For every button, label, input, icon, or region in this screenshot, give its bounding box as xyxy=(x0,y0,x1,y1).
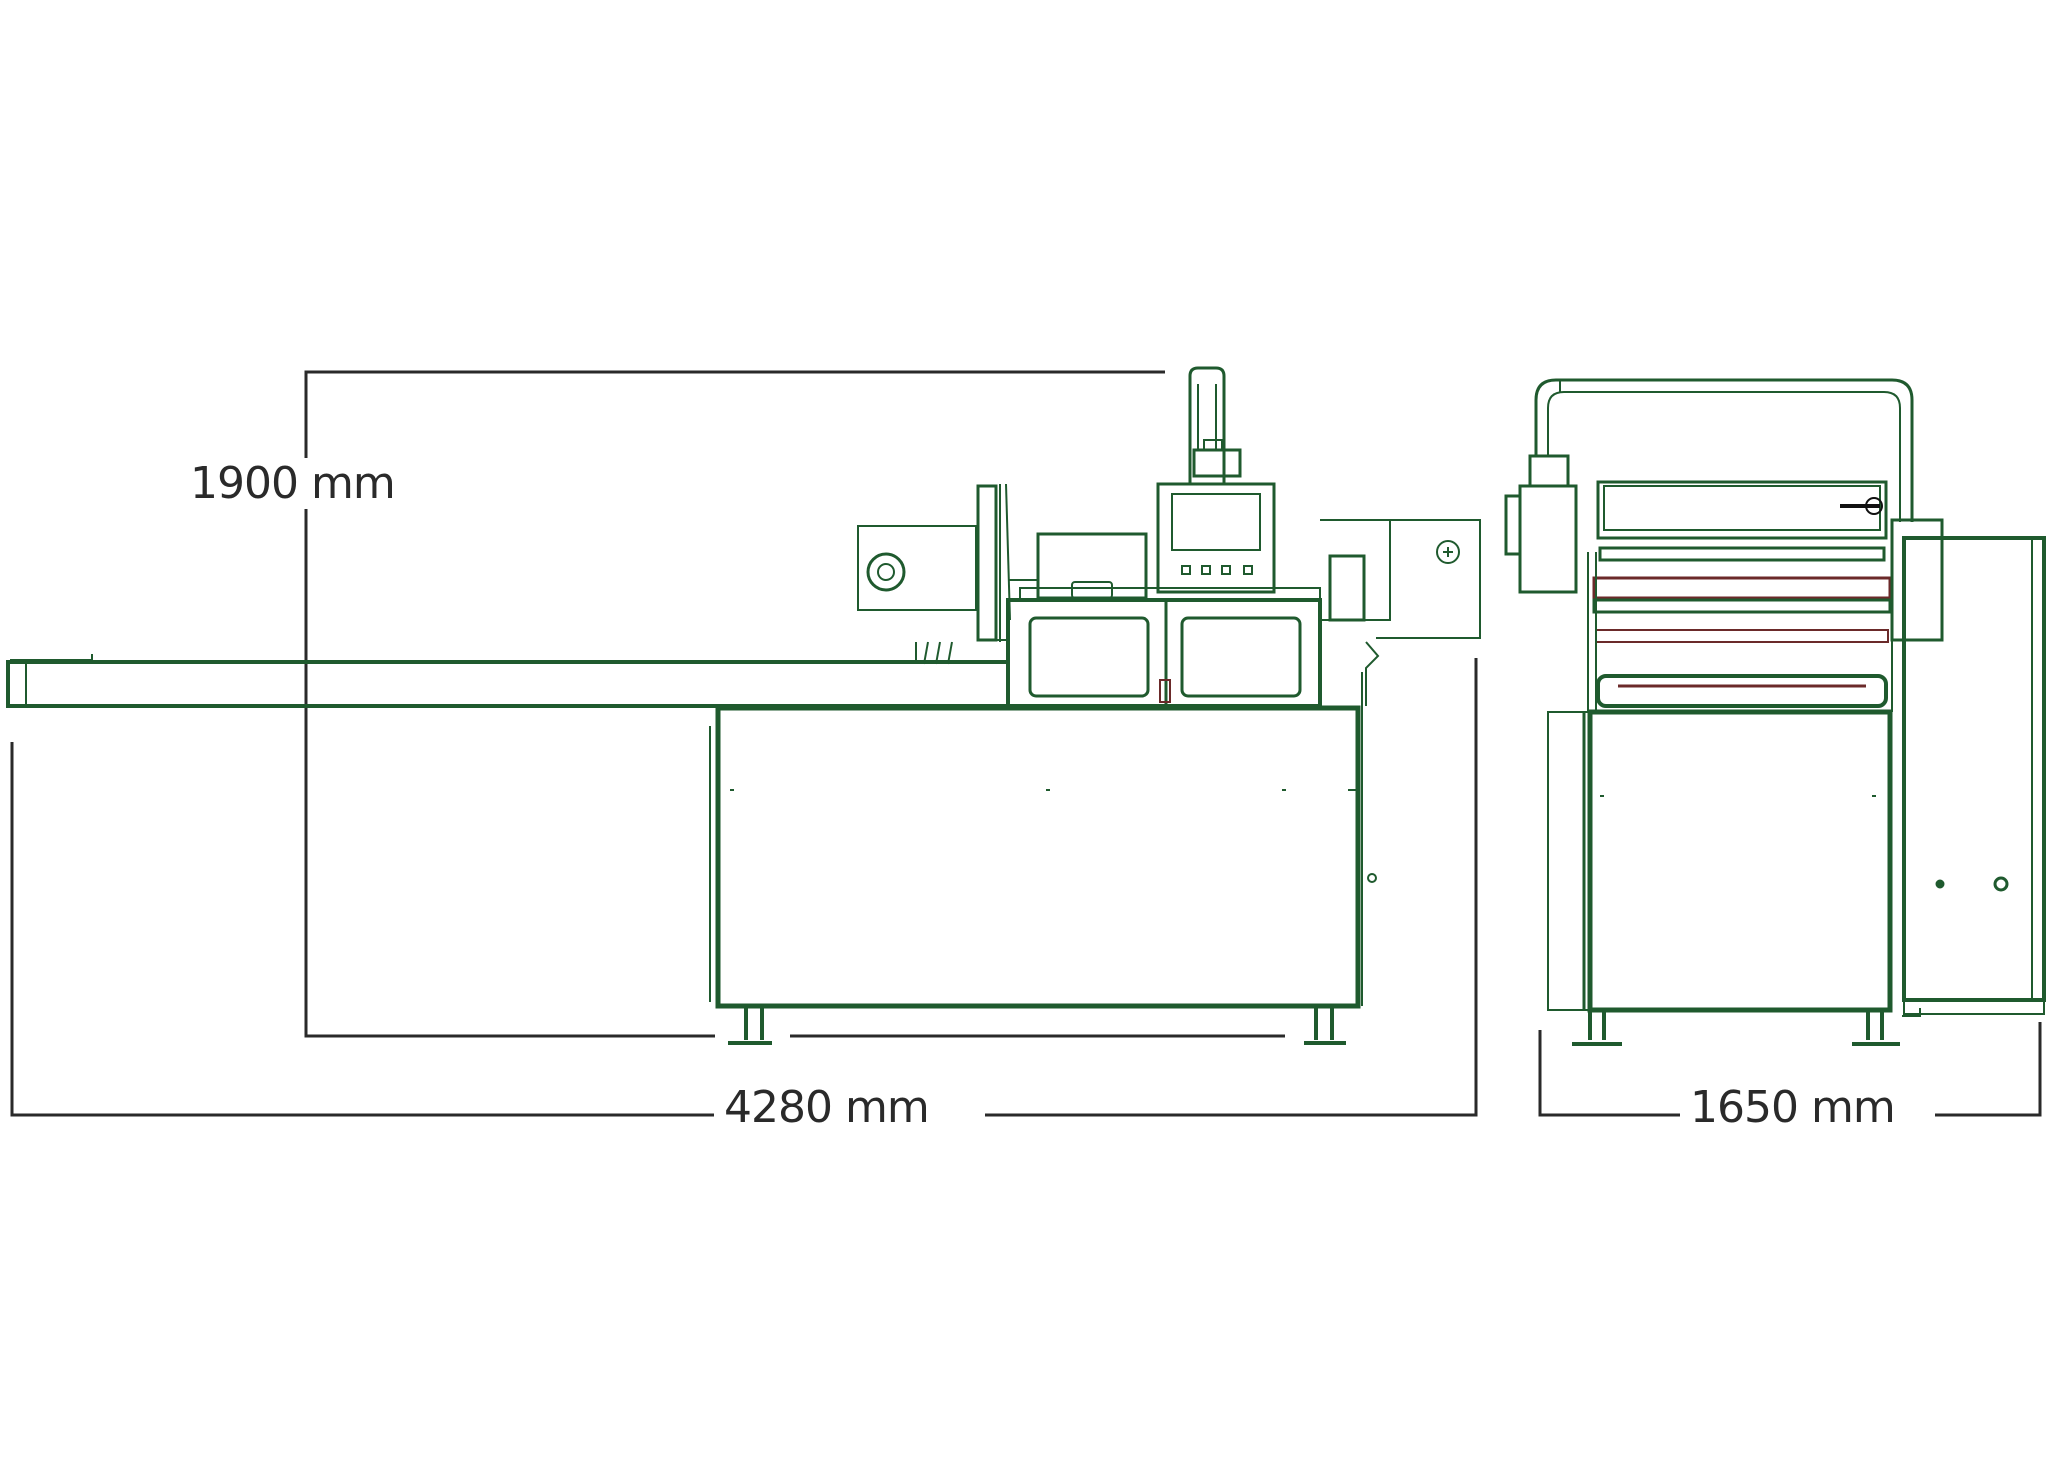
length-dimension-line xyxy=(10,742,720,1117)
film-guide-post xyxy=(976,484,998,642)
front-side-cabinet xyxy=(1902,536,2046,1002)
front-side-panel xyxy=(1890,518,1944,642)
height-dimension-label: 1900 mm xyxy=(180,458,405,509)
sealing-head-handle xyxy=(1071,581,1113,599)
leg-left xyxy=(728,1008,772,1045)
front-sealing-rail-2 xyxy=(1592,576,1892,600)
front-sealing-rail-3 xyxy=(1592,598,1892,614)
front-leg-left xyxy=(1572,1012,1622,1046)
upper-housing xyxy=(1036,532,1148,600)
sealing-head-red-mark xyxy=(1159,679,1171,703)
front-control-box xyxy=(1518,484,1578,594)
gas-column xyxy=(1188,366,1226,484)
control-panel-buttons xyxy=(1181,565,1253,575)
outfeed-plate xyxy=(1376,519,1481,639)
length-dimension-line-right xyxy=(985,658,1478,1117)
front-side-knob-2 xyxy=(1993,876,2009,892)
front-view xyxy=(1504,378,2046,1046)
side-view xyxy=(6,366,1481,1045)
film-guide-rollers xyxy=(915,641,953,665)
sealing-head-window-right xyxy=(1180,616,1302,698)
front-base-cabinet xyxy=(1587,709,1893,1013)
front-side-knob-1 xyxy=(1935,879,1945,889)
gas-column-fitting xyxy=(1192,448,1242,478)
film-feeder xyxy=(857,525,977,611)
front-sealing-rail-4 xyxy=(1595,629,1889,643)
overhead-arch xyxy=(1534,378,1914,522)
upper-housing-rail xyxy=(1019,587,1321,601)
film-roll-icon xyxy=(866,552,906,592)
control-panel-screen xyxy=(1171,493,1261,551)
cabinet-handle xyxy=(1367,873,1377,883)
length-dimension-label: 4280 mm xyxy=(714,1082,939,1133)
front-sealing-assembly xyxy=(1596,480,1888,540)
sealing-head-window-left xyxy=(1028,616,1150,698)
front-leg-right xyxy=(1852,1012,1900,1046)
width-dimension-label: 1650 mm xyxy=(1680,1082,1905,1133)
base-cabinet xyxy=(715,705,1361,1009)
infeed-conveyor xyxy=(6,660,1010,708)
front-sealing-jaw xyxy=(1596,674,1888,708)
infeed-conveyor-lip xyxy=(10,654,93,661)
outfeed-sensor xyxy=(1328,554,1366,622)
sealing-head-frame xyxy=(1006,598,1322,708)
width-dimension-line xyxy=(1538,1030,1680,1117)
outfeed-roll-icon xyxy=(1436,540,1460,564)
width-dimension-line-right xyxy=(1935,1022,2042,1117)
front-base-left-panel xyxy=(1547,711,1591,1011)
control-panel xyxy=(1156,482,1276,594)
cabinet-legs xyxy=(728,1008,1346,1045)
leg-right xyxy=(1304,1008,1346,1045)
front-sealing-rail-1 xyxy=(1598,546,1886,562)
